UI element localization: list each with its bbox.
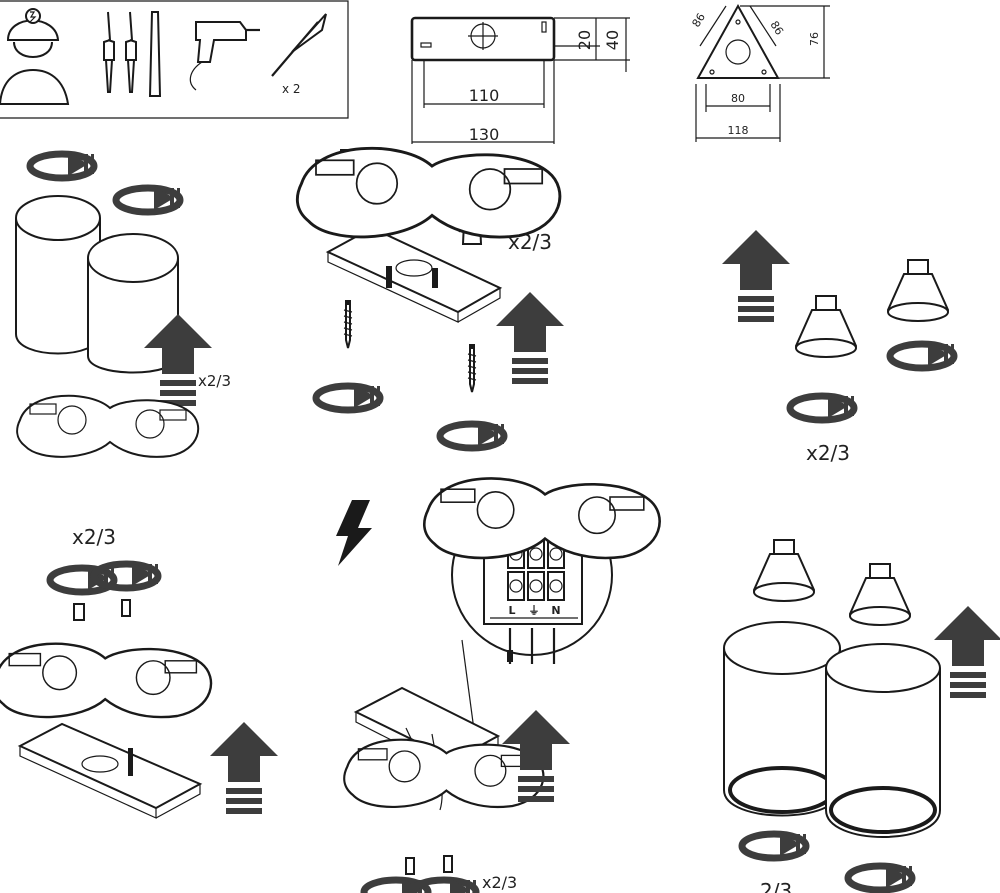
step-connect-mount: x2/3 — [343, 686, 570, 893]
step3-quantity: x2/3 — [806, 441, 850, 465]
step1-quantity: x2/3 — [198, 372, 231, 390]
step6-quantity: x2/3 — [482, 873, 517, 892]
electrician-icon — [0, 8, 70, 105]
anchors-quantity: x 2 — [282, 82, 301, 96]
terminal-bottom-earth: ⏚ — [529, 604, 540, 617]
dim-86-right: 86 — [767, 19, 785, 38]
dim-86-left: 86 — [690, 11, 708, 30]
screwdriver-icon — [103, 11, 162, 97]
step4-quantity: x2/3 — [72, 525, 116, 549]
dim-40: 40 — [603, 30, 622, 50]
bracket-dimension-drawing: 110 130 20 40 — [410, 16, 630, 144]
power-off-icon — [336, 500, 372, 566]
terminal-bottom-n: N — [551, 604, 560, 617]
terminal-bottom-l: L — [508, 604, 515, 617]
step-insert-bulbs: x2/3 — [295, 146, 954, 465]
drill-icon — [189, 21, 260, 91]
dim-110: 110 — [469, 86, 500, 105]
step-reattach-shades: 2/3 — [422, 477, 1000, 893]
anchor-screw-icon — [271, 13, 327, 77]
step-remove-shades: x2/3 — [15, 152, 231, 458]
dim-20: 20 — [575, 30, 594, 50]
dim-118: 118 — [728, 124, 749, 137]
dim-80: 80 — [731, 92, 745, 105]
step7-quantity: 2/3 — [760, 879, 792, 893]
dim-76: 76 — [808, 32, 821, 46]
tools-panel: x 2 — [0, 0, 349, 119]
triangle-dimension-drawing: 86 86 76 80 118 — [690, 3, 830, 142]
dim-130: 130 — [469, 125, 500, 144]
step-attach-plate: x2/3 — [0, 525, 278, 819]
